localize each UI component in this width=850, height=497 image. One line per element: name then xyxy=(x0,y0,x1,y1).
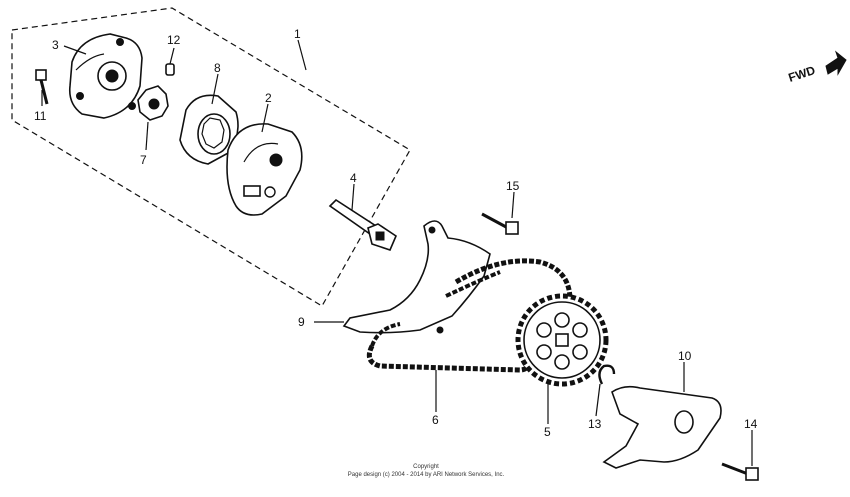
snap-ring-part-13[interactable] xyxy=(598,364,616,385)
callout-1: 1 xyxy=(294,27,301,41)
callout-6: 6 xyxy=(432,413,439,427)
outer-rotor-part-8[interactable] xyxy=(179,94,239,165)
pump-body-part-2[interactable] xyxy=(226,123,303,216)
pump-shaft-part-4[interactable] xyxy=(328,198,397,251)
bolt-part-15[interactable] xyxy=(481,212,519,235)
oil-pump-assembly-outline xyxy=(11,7,411,307)
sprocket-cover-part-10[interactable] xyxy=(602,385,722,469)
callout-13: 13 xyxy=(588,417,602,431)
callout-5: 5 xyxy=(544,425,551,439)
fwd-arrow-icon xyxy=(825,50,847,76)
callout-3: 3 xyxy=(52,38,59,52)
fwd-direction-indicator: FWD xyxy=(787,50,847,85)
pump-cover-part[interactable] xyxy=(68,33,143,119)
sprocket-part-5[interactable] xyxy=(515,293,609,387)
copyright-line-2: Page design (c) 2004 - 2014 by ARI Netwo… xyxy=(348,472,505,478)
callout-14: 14 xyxy=(744,417,758,431)
copyright-line-1: Copyright xyxy=(413,464,439,470)
leader-lines xyxy=(41,39,753,466)
dowel-pin-part-12[interactable] xyxy=(165,63,175,76)
callout-11: 11 xyxy=(34,109,47,123)
copyright-notice: Copyright Page design (c) 2004 - 2014 by… xyxy=(348,464,505,478)
bolt-part-11[interactable] xyxy=(35,69,49,105)
callout-9: 9 xyxy=(298,315,305,329)
callout-10: 10 xyxy=(678,349,692,363)
callout-12: 12 xyxy=(167,33,181,47)
callout-numbers: 3 11 12 7 8 2 1 4 15 9 6 5 13 10 14 xyxy=(34,27,758,439)
callout-2: 2 xyxy=(265,91,272,105)
bolt-part-14[interactable] xyxy=(721,462,759,481)
inner-rotor-part-7[interactable] xyxy=(137,85,169,121)
callout-7: 7 xyxy=(140,153,147,167)
callout-15: 15 xyxy=(506,179,520,193)
callout-4: 4 xyxy=(350,171,357,185)
chain-guide-part-9[interactable] xyxy=(342,220,491,334)
fwd-label: FWD xyxy=(787,63,818,85)
callout-8: 8 xyxy=(214,61,221,75)
